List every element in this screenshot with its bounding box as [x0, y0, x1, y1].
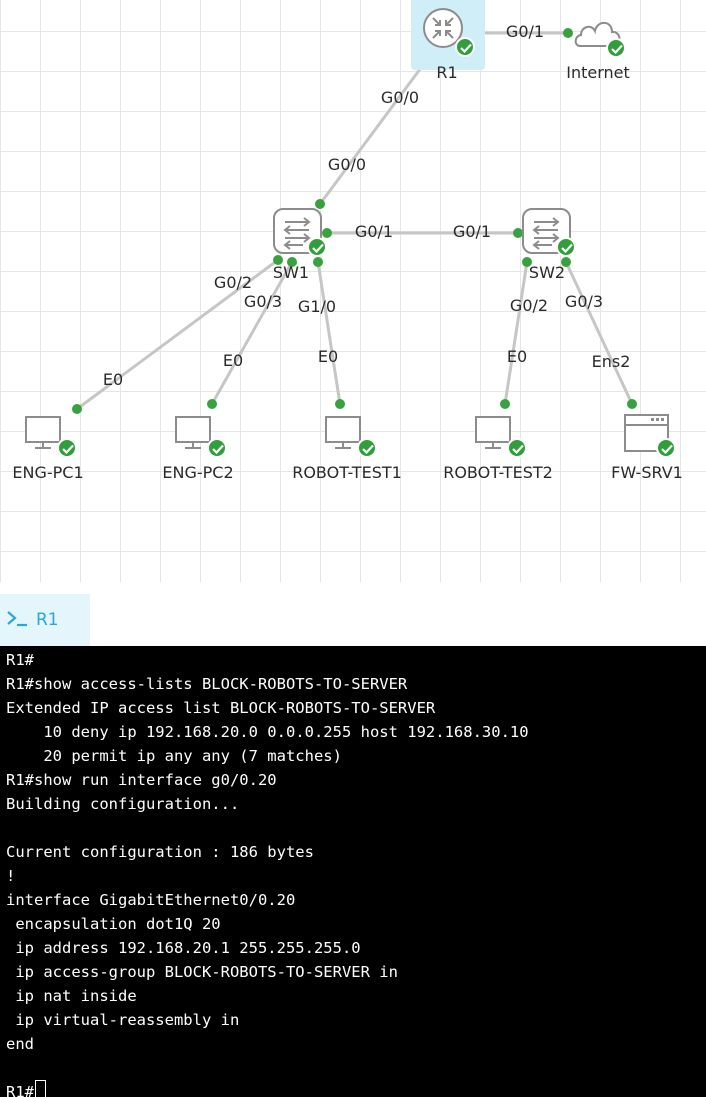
- device-label-sw1: SW1: [272, 263, 310, 282]
- port-dot: [335, 399, 345, 409]
- port-label-r1-g01: G0/1: [505, 22, 545, 41]
- link-sw1-eng-pc2[interactable]: [210, 261, 294, 405]
- port-label-sw1-g01: G0/1: [354, 222, 394, 241]
- terminal-line: R1#show access-lists BLOCK-ROBOTS-TO-SER…: [6, 675, 408, 693]
- link-sw2-fw-srv1[interactable]: [564, 261, 634, 405]
- port-dot: [287, 257, 297, 267]
- terminal-line: 10 deny ip 192.168.20.0 0.0.0.255 host 1…: [6, 723, 529, 741]
- terminal-cursor: [35, 1080, 46, 1097]
- device-label-eng-pc2: ENG-PC2: [162, 463, 234, 482]
- status-ok-icon: [455, 37, 475, 57]
- cloud-internet[interactable]: [574, 14, 630, 60]
- terminal-line: 20 permit ip any any (7 matches): [6, 747, 342, 765]
- terminal-line: Building configuration...: [6, 795, 240, 813]
- link-sw1-robot-test1[interactable]: [316, 261, 342, 405]
- terminal-prompt-icon: [6, 609, 28, 631]
- device-label-internet: Internet: [566, 63, 630, 82]
- device-label-eng-pc1: ENG-PC1: [12, 463, 84, 482]
- port-label-pc1-e0: E0: [102, 370, 124, 389]
- status-ok-icon: [307, 237, 327, 257]
- server-icon: [624, 414, 669, 452]
- port-label-pc2-e0: E0: [222, 351, 244, 370]
- port-dot: [207, 399, 217, 409]
- topology-links: [76, 31, 634, 411]
- port-dot: [322, 228, 332, 238]
- port-dot: [500, 399, 510, 409]
- router-r1[interactable]: [421, 6, 475, 57]
- status-ok-icon: [507, 438, 527, 458]
- terminal-line: ip nat inside: [6, 987, 137, 1005]
- port-label-sw2-g02: G0/2: [509, 296, 549, 315]
- terminal-prompt: R1#: [6, 1083, 34, 1097]
- link-sw1-eng-pc1[interactable]: [76, 258, 279, 411]
- port-label-srv-ens2: Ens2: [591, 352, 631, 371]
- port-label-rt2-e0: E0: [506, 347, 528, 366]
- status-ok-icon: [606, 38, 626, 58]
- port-dot: [72, 404, 82, 414]
- terminal-line: end: [6, 1035, 34, 1053]
- port-dot: [273, 255, 283, 265]
- port-label-sw1-g00: G0/0: [327, 155, 367, 174]
- link-sw2-robot-test2[interactable]: [503, 261, 529, 405]
- pc-eng-pc1[interactable]: [25, 416, 81, 462]
- status-ok-icon: [357, 438, 377, 458]
- port-dot: [522, 257, 532, 267]
- device-label-robot-test2: ROBOT-TEST2: [443, 463, 553, 482]
- terminal-line: R1#: [6, 651, 34, 669]
- terminal-line: Extended IP access list BLOCK-ROBOTS-TO-…: [6, 699, 436, 717]
- port-label-sw1-g10: G1/0: [297, 297, 337, 316]
- status-ok-icon: [656, 438, 676, 458]
- desktop-pc-icon: [475, 416, 511, 449]
- terminal-line: !: [6, 867, 16, 885]
- port-dot: [563, 28, 573, 38]
- terminal-line: ip address 192.168.20.1 255.255.255.0: [6, 939, 361, 957]
- desktop-pc-icon: [175, 416, 211, 449]
- pc-eng-pc2[interactable]: [175, 416, 231, 462]
- router-icon: [423, 8, 463, 48]
- switch-sw2[interactable]: [522, 208, 578, 260]
- console-tab-bar: R1: [0, 582, 706, 646]
- switch-sw1[interactable]: [273, 208, 329, 260]
- pc-robot-test2[interactable]: [475, 416, 531, 462]
- console-tab-label: R1: [36, 610, 59, 630]
- port-dot: [313, 257, 323, 267]
- port-label-sw1-g03: G0/3: [243, 292, 283, 311]
- device-label-fw-srv1: FW-SRV1: [611, 463, 683, 482]
- status-ok-icon: [57, 438, 77, 458]
- port-dot: [561, 257, 571, 267]
- server-fw-srv1[interactable]: [624, 414, 680, 462]
- port-dot: [627, 399, 637, 409]
- port-dot: [513, 228, 523, 238]
- device-label-robot-test1: ROBOT-TEST1: [292, 463, 402, 482]
- status-ok-icon: [556, 237, 576, 257]
- device-label-sw2: SW2: [528, 263, 566, 282]
- port-label-r1-g00: G0/0: [380, 88, 420, 107]
- terminal-line: interface GigabitEthernet0/0.20: [6, 891, 296, 909]
- terminal-line: R1#show run interface g0/0.20: [6, 771, 277, 789]
- status-ok-icon: [207, 438, 227, 458]
- port-label-rt1-e0: E0: [317, 347, 339, 366]
- desktop-pc-icon: [25, 416, 61, 449]
- topology-canvas[interactable]: R1 Internet SW1: [0, 0, 706, 582]
- port-label-sw1-g02: G0/2: [213, 273, 253, 292]
- pc-robot-test1[interactable]: [325, 416, 381, 462]
- port-label-sw2-g03: G0/3: [564, 292, 604, 311]
- port-dot: [315, 199, 325, 209]
- console-terminal[interactable]: R1# R1#show access-lists BLOCK-ROBOTS-TO…: [0, 646, 706, 1097]
- device-label-r1: R1: [436, 63, 458, 82]
- link-r1-sw1[interactable]: [318, 60, 428, 205]
- terminal-output: R1# R1#show access-lists BLOCK-ROBOTS-TO…: [0, 646, 706, 1097]
- desktop-pc-icon: [325, 416, 361, 449]
- console-tab-r1[interactable]: R1: [0, 594, 90, 646]
- terminal-line: encapsulation dot1Q 20: [6, 915, 221, 933]
- terminal-line: Current configuration : 186 bytes: [6, 843, 314, 861]
- port-label-sw2-g01: G0/1: [452, 222, 492, 241]
- terminal-line: ip virtual-reassembly in: [6, 1011, 240, 1029]
- terminal-line: ip access-group BLOCK-ROBOTS-TO-SERVER i…: [6, 963, 398, 981]
